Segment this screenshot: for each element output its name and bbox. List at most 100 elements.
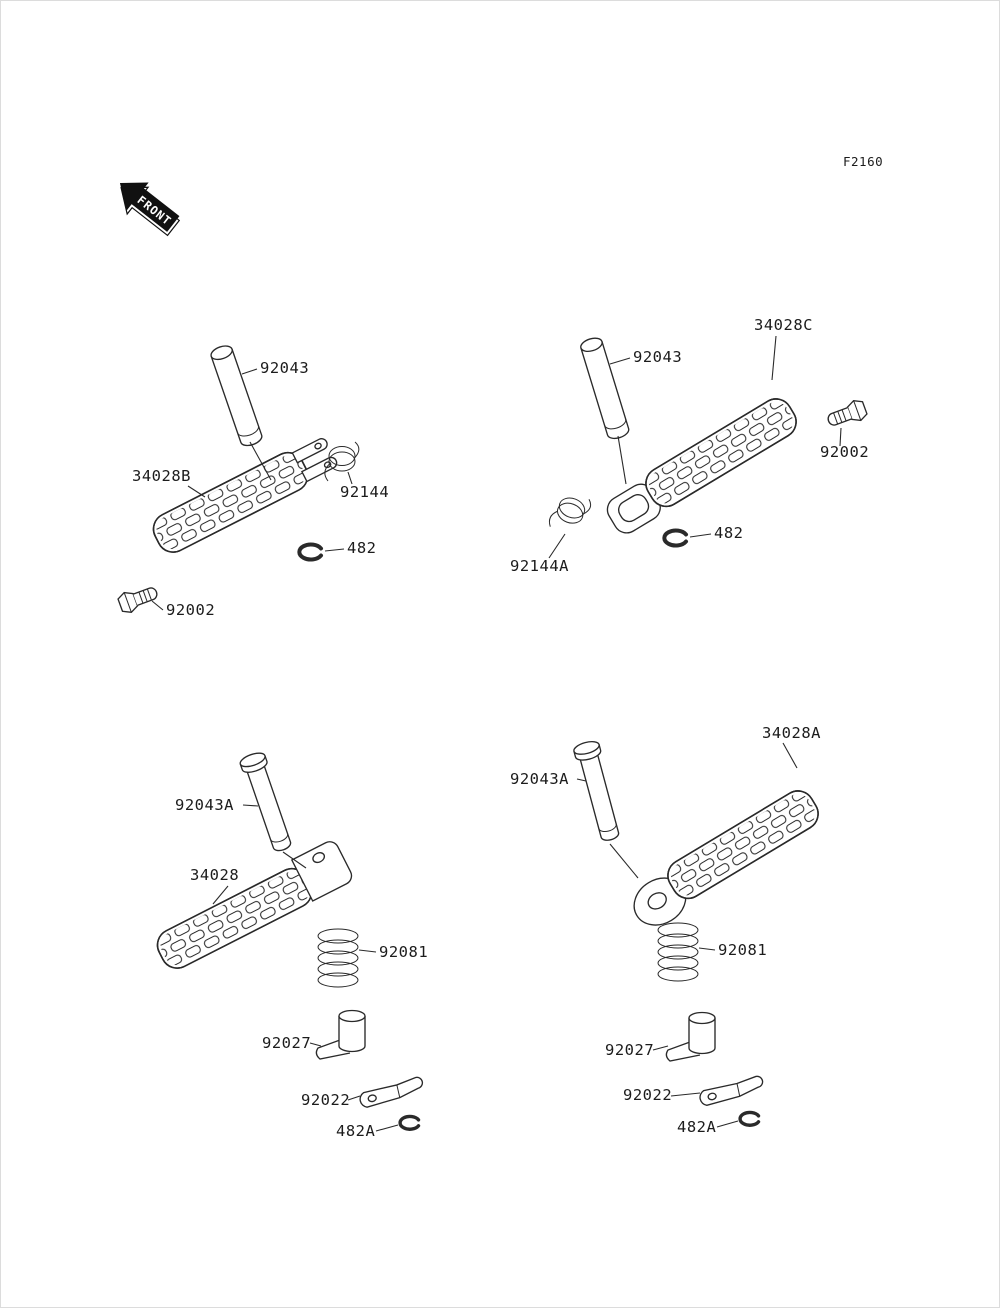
part-label-pin: 92043 xyxy=(260,359,309,377)
leader-line xyxy=(698,947,716,951)
part-label-pin: 92043A xyxy=(510,770,569,788)
clip-shape xyxy=(398,1114,421,1131)
part-label-footpeg: 34028C xyxy=(754,316,813,334)
clip-shape xyxy=(662,528,688,548)
footpeg-drawing xyxy=(606,392,803,534)
leader-line xyxy=(689,533,712,538)
part-label-clip: 482A xyxy=(677,1118,716,1136)
leader-line xyxy=(652,1045,669,1051)
leader-line xyxy=(617,435,627,485)
part-label-footpeg: 34028B xyxy=(132,467,191,485)
bolt-shape xyxy=(116,581,161,616)
part-label-spring: 92081 xyxy=(718,941,767,959)
part-label-clip: 482 xyxy=(714,524,744,542)
leader-line xyxy=(241,368,258,375)
spring-shape xyxy=(317,928,359,988)
footpeg-pad xyxy=(661,784,825,906)
leader-line xyxy=(548,533,566,559)
leader-line xyxy=(324,548,345,552)
front-arrow: FRONT xyxy=(119,182,181,237)
part-label-lever: 92022 xyxy=(623,1086,672,1104)
leader-line xyxy=(670,1092,701,1097)
lever-drawing xyxy=(357,1075,426,1110)
leader-line xyxy=(358,949,377,953)
leader-line xyxy=(576,778,587,782)
leader-line xyxy=(309,1042,322,1047)
footpeg-bracket-slot xyxy=(617,494,650,523)
bolt-drawing xyxy=(824,397,869,432)
pin-drawing xyxy=(237,749,297,855)
clip-drawing xyxy=(662,528,688,548)
assembly-bottom-right: 34028A 92043A 92081 92027 92022 482A xyxy=(510,724,825,1136)
torsion-spring-drawing xyxy=(546,488,594,538)
part-label-footpeg: 34028 xyxy=(190,866,239,884)
clip-drawing xyxy=(738,1110,761,1127)
leader-line xyxy=(782,742,798,769)
leader-line xyxy=(609,357,631,365)
leader-line xyxy=(212,885,229,905)
holder-drawing xyxy=(665,1011,716,1062)
leader-line xyxy=(249,441,272,481)
clip-shape xyxy=(738,1110,761,1127)
footpeg-drawing xyxy=(633,784,825,926)
part-label-pin: 92043A xyxy=(175,796,234,814)
leader-line xyxy=(282,851,307,869)
part-label-clip: 482A xyxy=(336,1122,375,1140)
bolt-drawing xyxy=(116,581,161,616)
pin-shape xyxy=(571,738,625,844)
coil-spring-drawing xyxy=(657,922,699,982)
leader-line xyxy=(151,600,164,611)
holder-drawing xyxy=(315,1009,366,1060)
leader-lines xyxy=(151,368,353,611)
front-arrow-outline xyxy=(120,186,181,237)
part-label-holder: 92027 xyxy=(262,1034,311,1052)
holder-shape xyxy=(665,1011,716,1062)
holder-shape xyxy=(315,1009,366,1060)
pin-shape xyxy=(578,335,632,442)
clip-drawing xyxy=(398,1114,421,1131)
part-label-pin: 92043 xyxy=(633,348,682,366)
leader-lines xyxy=(212,804,399,1132)
coil-spring-drawing xyxy=(317,928,359,988)
leader-line xyxy=(242,804,259,807)
spring-shape xyxy=(546,488,594,538)
footpeg-pad xyxy=(147,446,314,559)
part-label-bolt: 92002 xyxy=(820,443,869,461)
pin-shape xyxy=(208,342,265,449)
leader-line xyxy=(347,1095,361,1101)
pin-shape xyxy=(237,749,297,855)
part-label-spring: 92144A xyxy=(510,557,569,575)
pin-drawing xyxy=(578,335,632,442)
front-arrow-shape xyxy=(119,182,180,232)
footpeg-pad xyxy=(639,392,803,514)
part-label-spring: 92081 xyxy=(379,943,428,961)
lever-drawing xyxy=(697,1074,766,1108)
part-label-footpeg: 34028A xyxy=(762,724,821,742)
leader-lines xyxy=(576,742,798,1128)
clip-shape xyxy=(297,542,323,562)
pin-drawing xyxy=(208,342,265,449)
assembly-top-right: 34028C 92043 92002 482 92144A xyxy=(510,316,869,575)
leader-line xyxy=(187,485,206,498)
leader-line xyxy=(839,427,842,447)
lever-shape xyxy=(357,1075,426,1110)
leader-line xyxy=(716,1120,739,1128)
footpeg-mount-block xyxy=(290,841,353,902)
part-label-clip: 482 xyxy=(347,539,377,557)
leader-line xyxy=(609,843,639,879)
leader-lines xyxy=(548,335,842,559)
assembly-bottom-left: 92043A 34028 92081 92027 92022 482A xyxy=(151,749,428,1140)
footpeg-drawing xyxy=(151,841,353,975)
spring-shape xyxy=(657,922,699,982)
assembly-top-left: 92043 34028B 92144 482 92002 xyxy=(116,342,389,619)
page-code: F2160 xyxy=(843,154,883,169)
part-label-spring: 92144 xyxy=(340,483,389,501)
footpeg-mount-hole xyxy=(312,852,326,864)
part-label-bolt: 92002 xyxy=(166,601,215,619)
leader-line xyxy=(375,1124,399,1132)
footpeg-boss-hole xyxy=(647,892,667,910)
leader-line xyxy=(347,471,353,485)
bolt-shape xyxy=(824,397,869,432)
part-label-holder: 92027 xyxy=(605,1041,654,1059)
